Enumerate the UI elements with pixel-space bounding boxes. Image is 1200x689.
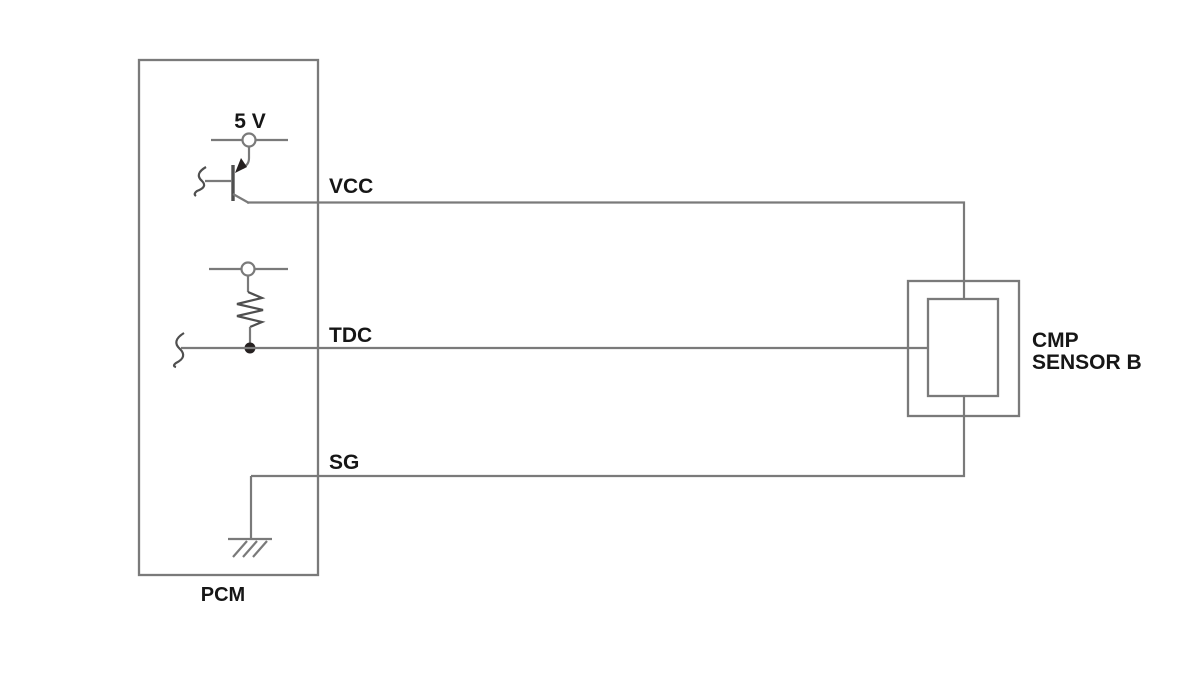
vcc-label: VCC	[329, 175, 373, 198]
base-wire-break-squiggle-icon	[193, 166, 207, 197]
pcm-module-box	[137, 58, 320, 577]
tdc-label: TDC	[329, 324, 372, 347]
sg-wire	[251, 396, 966, 478]
supply-voltage-label: 5 V	[234, 110, 266, 133]
transistor-emitter-arrow-icon	[235, 158, 247, 173]
sensor-outer-box	[906, 279, 1021, 418]
pullup-resistor-icon	[236, 290, 266, 329]
transistor-collector-wire	[232, 193, 250, 204]
ground-hash-icon	[232, 540, 268, 558]
supply-terminal-circle	[241, 132, 257, 148]
sensor-label-line2: SENSOR B	[1032, 351, 1142, 374]
pullup-terminal-circle	[240, 261, 256, 277]
sg-label: SG	[329, 451, 359, 474]
sensor-label-line1: CMP	[1032, 329, 1079, 352]
tdc-wire-break-squiggle-icon	[172, 332, 185, 369]
sensor-inner-box	[926, 297, 1000, 398]
pcm-label: PCM	[201, 584, 245, 606]
vcc-wire	[247, 201, 966, 299]
